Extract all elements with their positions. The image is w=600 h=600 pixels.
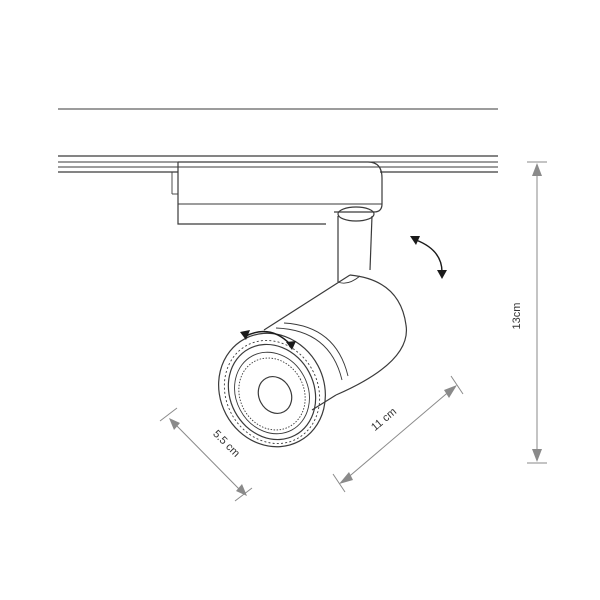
length-label: 11 cm: [369, 406, 399, 434]
diameter-dimension: 5.5 cm: [159, 407, 253, 502]
curved-double-arrow-icon: [410, 236, 447, 279]
diameter-label: 5.5 cm: [210, 428, 242, 460]
spotlight-body: [263, 274, 408, 411]
height-label: 13cm: [511, 303, 523, 330]
length-dimension: 11 cm: [332, 375, 464, 493]
track-rail: [58, 155, 498, 173]
height-dimension: 13cm: [511, 161, 547, 464]
spotlight-head: [218, 332, 326, 448]
rotate-arrow-icon: [240, 330, 296, 350]
stem-arm: [337, 206, 375, 284]
track-adapter: [171, 161, 383, 225]
lens: [257, 376, 293, 414]
